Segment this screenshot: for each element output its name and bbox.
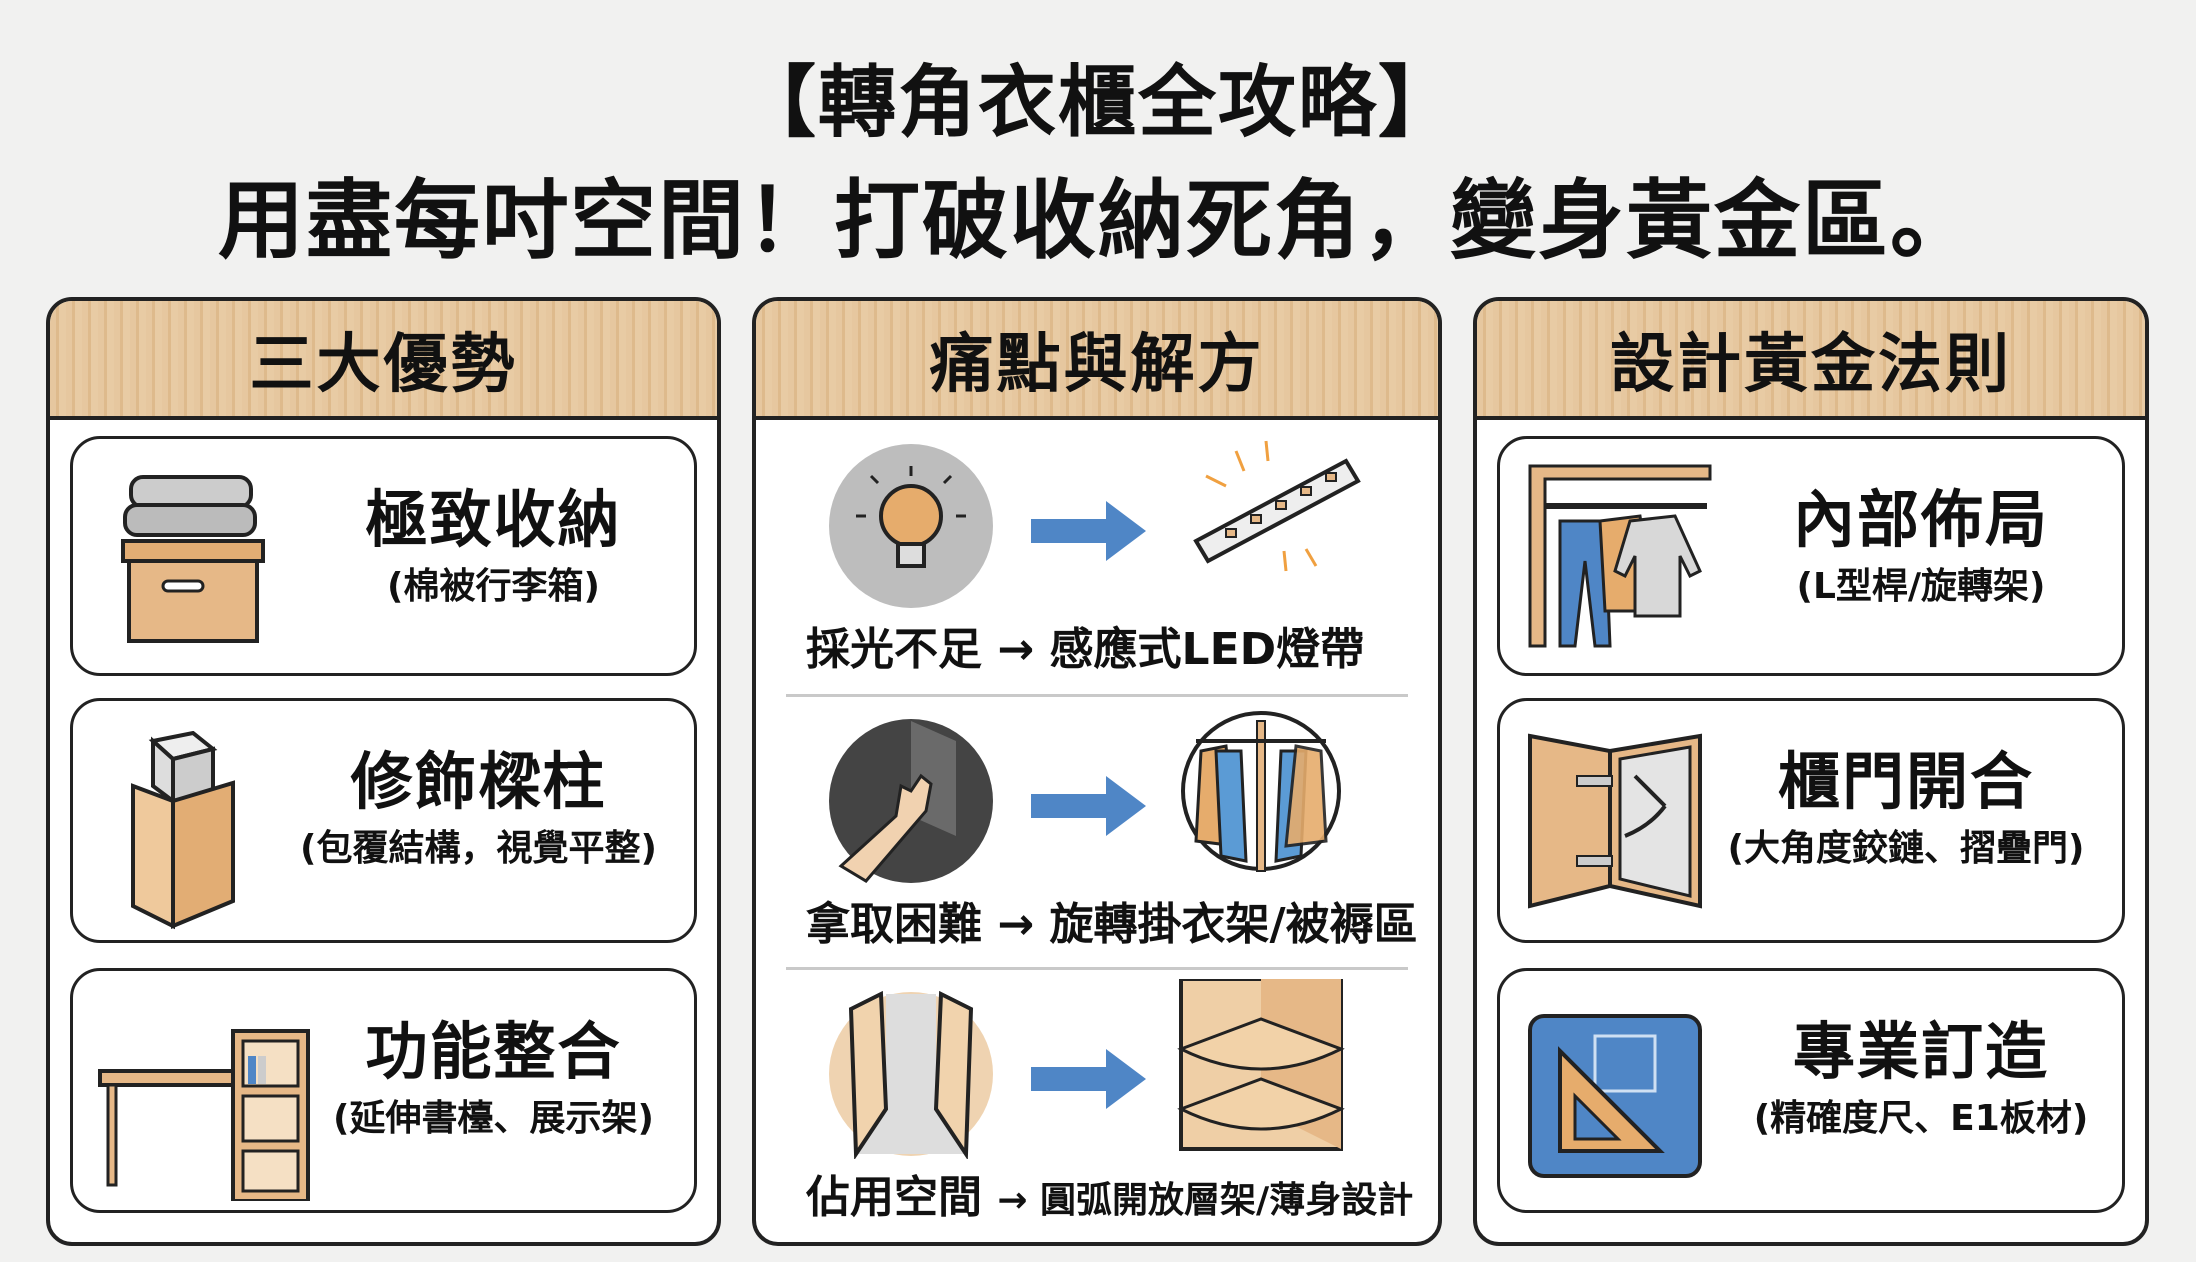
- card-door: 櫃門開合 (大角度鉸鏈、摺疊門): [1497, 698, 2125, 943]
- problem-text: 採光不足: [806, 624, 982, 675]
- lightbulb-icon: [829, 444, 993, 608]
- card-layout: 內部佈局 (L型桿/旋轉架): [1497, 436, 2125, 676]
- hinge-door-icon: [1528, 733, 1702, 909]
- arrow-right-icon: [1031, 776, 1146, 836]
- rotating-hanger-icon: [1181, 711, 1341, 872]
- blueprint-icon: [1528, 1014, 1702, 1178]
- solution-row-lighting: 採光不足 → 感應式LED燈帶: [756, 421, 1438, 691]
- problem-text: 佔用空間: [806, 1172, 982, 1223]
- title-line-1: 【轉角衣櫃全攻略】: [737, 58, 1458, 148]
- pain-points-panel: 痛點與解方 採光不足 → 感應式LED燈帶: [752, 297, 1442, 1246]
- card-subtitle: (大角度鉸鏈、摺疊門): [1727, 828, 2085, 869]
- storage-box-icon: [121, 475, 265, 643]
- panel-header: 三大優勢: [50, 301, 717, 420]
- solution-label: 佔用空間 → 圓弧開放層架/薄身設計: [806, 1161, 1428, 1225]
- panel-header: 痛點與解方: [756, 301, 1438, 420]
- solution-label: 採光不足 → 感應式LED燈帶: [806, 613, 1428, 677]
- solution-row-access: 拿取困難 → 旋轉掛衣架/被褥區: [756, 696, 1438, 966]
- card-subtitle: (L型桿/旋轉架): [1796, 566, 2046, 607]
- clothes-rack-icon: [1528, 464, 1712, 648]
- card-title: 修飾樑柱: [350, 745, 607, 818]
- advantages-panel: 三大優勢 極致收納 (棉被行李箱) 修飾樑柱 (包覆結構，視覺平整): [46, 297, 721, 1246]
- row-divider: [786, 967, 1408, 970]
- card-subtitle: (包覆結構，視覺平整): [300, 828, 657, 869]
- problem-text: 拿取困難: [806, 899, 982, 950]
- panel-header: 設計黃金法則: [1477, 301, 2145, 420]
- card-subtitle: (棉被行李箱): [387, 566, 600, 607]
- card-title: 專業訂造: [1792, 1015, 2049, 1088]
- card-title: 極致收納: [365, 483, 622, 556]
- solution-text: 旋轉掛衣架/被褥區: [1049, 899, 1418, 950]
- card-title: 內部佈局: [1792, 483, 2049, 556]
- card-pillar: 修飾樑柱 (包覆結構，視覺平整): [70, 698, 697, 943]
- solution-row-space: 佔用空間 → 圓弧開放層架/薄身設計: [756, 969, 1438, 1239]
- arrow-text: →: [997, 624, 1035, 675]
- arrow-text: →: [997, 899, 1035, 950]
- solution-text: 圓弧開放層架/薄身設計: [1040, 1180, 1414, 1221]
- desk-shelf-icon: [98, 1029, 310, 1201]
- card-custom: 專業訂造 (精確度尺、E1板材): [1497, 968, 2125, 1213]
- pillar-cover-icon: [131, 731, 235, 930]
- solution-text: 感應式LED燈帶: [1049, 624, 1365, 675]
- card-title: 櫃門開合: [1777, 745, 2034, 818]
- arrow-text: →: [997, 1180, 1028, 1221]
- card-integration: 功能整合 (延伸書檯、展示架): [70, 968, 697, 1213]
- solution-label: 拿取困難 → 旋轉掛衣架/被褥區: [806, 888, 1428, 952]
- led-strip-icon: [1193, 440, 1361, 572]
- hand-reaching-corner-icon: [829, 719, 993, 883]
- arrow-right-icon: [1031, 501, 1146, 561]
- card-subtitle: (延伸書檯、展示架): [333, 1098, 654, 1139]
- curved-corner-shelf-icon: [1177, 979, 1345, 1151]
- narrow-corridor-icon: [829, 990, 993, 1159]
- arrow-right-icon: [1031, 1049, 1146, 1109]
- row-divider: [786, 694, 1408, 697]
- title-line-2: 用盡每吋空間！打破收納死角，變身黃金區。: [218, 171, 1978, 271]
- golden-rules-panel: 設計黃金法則 內部佈局(L型桿/旋轉架) 櫃門開合(大角度鉸鏈、摺疊門) 專: [1473, 297, 2149, 1246]
- card-storage: 極致收納 (棉被行李箱): [70, 436, 697, 676]
- card-title: 功能整合: [365, 1015, 622, 1088]
- card-subtitle: (精確度尺、E1板材): [1753, 1098, 2089, 1139]
